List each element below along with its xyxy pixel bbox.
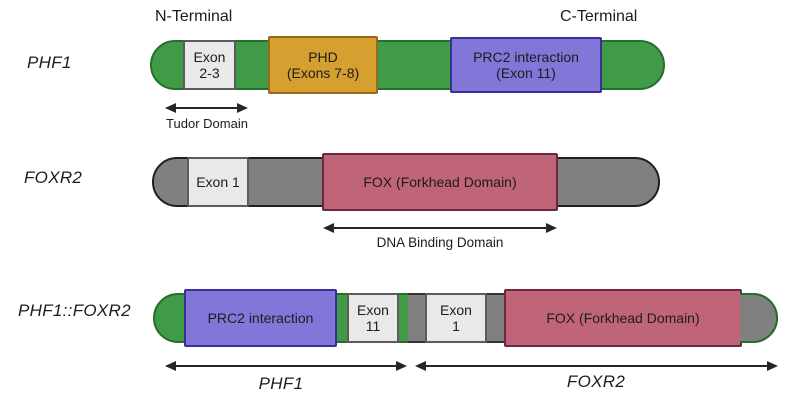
- phd-label-line2: (Exons 7-8): [286, 65, 360, 81]
- fusion-gene-label: PHF1::FOXR2: [18, 301, 131, 320]
- fusion-prc2-domain-box: PRC2 interaction: [184, 289, 337, 347]
- fusion-exon-11-box: Exon 11: [347, 293, 399, 343]
- fusion-foxr2-linker-segment: [408, 293, 425, 343]
- exon-11-label-line2: 11: [365, 318, 381, 334]
- foxr2-fox-domain-box: FOX (Forkhead Domain): [322, 153, 558, 211]
- fusion-exon-1-label-line1: Exon: [440, 301, 472, 318]
- prc2-label-line1: PRC2 interaction: [473, 48, 579, 65]
- fusion-fox-domain-box: FOX (Forkhead Domain): [504, 289, 742, 347]
- prc2-label-line2: (Exon 11): [496, 65, 556, 81]
- fusion-foxr2-terminal-cap: [740, 293, 778, 343]
- exon-1-label: Exon 1: [196, 173, 240, 190]
- n-terminal-label: N-Terminal: [155, 8, 233, 25]
- exon-11-label-line1: Exon: [357, 301, 389, 318]
- phf1-span-label: PHF1: [258, 374, 304, 393]
- dna-binding-domain-arrow: [323, 222, 557, 234]
- tudor-domain-arrow: [165, 102, 248, 114]
- foxr2-span-label: FOXR2: [566, 372, 626, 391]
- phf1-prc2-domain-box: PRC2 interaction (Exon 11): [450, 37, 602, 93]
- phf1-span-arrow: [165, 360, 407, 372]
- fusion-foxr2-linker-segment-2: [487, 293, 504, 343]
- fox-domain-label: FOX (Forkhead Domain): [363, 173, 517, 190]
- exon-2-3-label-line2: 2-3: [199, 65, 220, 81]
- phf1-phd-domain-box: PHD (Exons 7-8): [268, 36, 378, 94]
- fusion-exon-1-box: Exon 1: [425, 293, 487, 343]
- exon-2-3-label-line1: Exon: [193, 48, 226, 65]
- foxr2-exon-1-box: Exon 1: [187, 157, 249, 207]
- phf1-exon-2-3-box: Exon 2-3: [183, 40, 236, 90]
- fusion-prc2-label: PRC2 interaction: [207, 309, 314, 326]
- phf1-gene-label: PHF1: [27, 53, 72, 72]
- fusion-fox-domain-label: FOX (Forkhead Domain): [546, 309, 700, 326]
- c-terminal-label: C-Terminal: [560, 8, 638, 25]
- foxr2-gene-label: FOXR2: [24, 168, 83, 187]
- tudor-domain-label: Tudor Domain: [166, 116, 248, 131]
- phd-label-line1: PHD: [308, 48, 338, 65]
- dna-binding-domain-label: DNA Binding Domain: [376, 235, 504, 250]
- fusion-exon-1-label-line2: 1: [452, 318, 460, 334]
- foxr2-span-arrow: [415, 360, 778, 372]
